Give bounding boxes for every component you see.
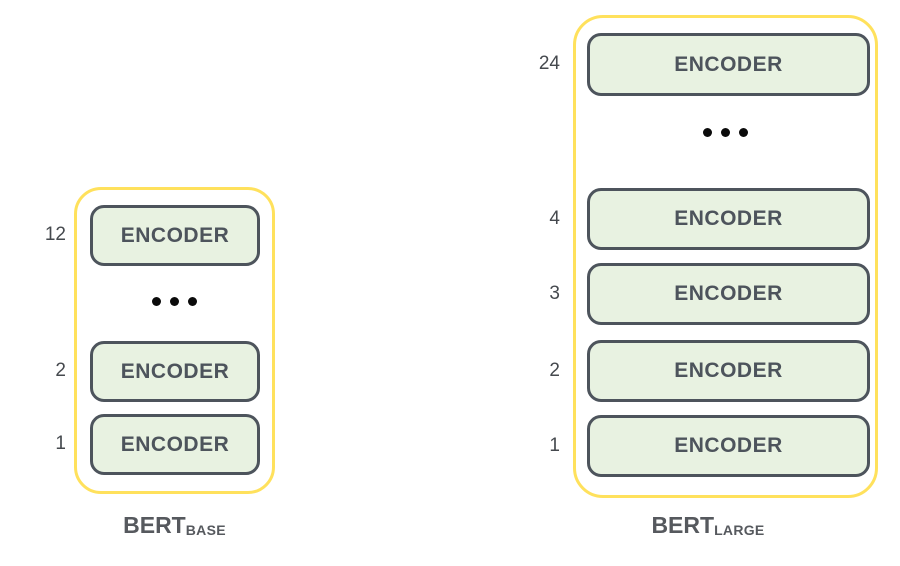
encoder-label: ENCODER [674,434,783,457]
layer-number-1: 1 [55,433,66,454]
dot-icon [703,128,712,137]
encoder-block-2: ENCODER [90,341,260,402]
encoder-block-1: ENCODER [90,414,260,475]
encoder-block-12: ENCODER [90,205,260,266]
bert-base-frame [74,187,275,494]
dot-icon [152,297,161,306]
encoder-block-2: ENCODER [587,340,870,402]
ellipsis-dots-icon [703,128,748,137]
encoder-block-1: ENCODER [587,415,870,477]
caption-subscript: BASE [185,522,226,538]
encoder-block-24: ENCODER [587,33,870,96]
layer-number-3: 3 [549,283,560,304]
encoder-label: ENCODER [674,52,783,76]
encoder-label: ENCODER [120,223,230,247]
caption-main: BERT [651,512,715,538]
encoder-label: ENCODER [674,282,783,305]
layer-number-24: 24 [538,53,560,74]
layer-number-2: 2 [549,360,560,381]
bert-base-caption: BERTBASE [74,512,275,539]
layer-number-4: 4 [549,208,560,229]
caption-main: BERT [123,512,186,538]
dot-icon [739,128,748,137]
layer-number-2: 2 [55,360,66,381]
encoder-block-4: ENCODER [587,188,870,250]
layer-number-12: 12 [44,224,66,245]
encoder-label: ENCODER [120,359,230,383]
dot-icon [721,128,730,137]
layer-number-1: 1 [549,435,560,456]
dot-icon [170,297,179,306]
encoder-block-3: ENCODER [587,263,870,325]
encoder-label: ENCODER [120,432,230,456]
bert-large-frame [573,15,878,498]
dot-icon [188,297,197,306]
bert-large-caption: BERTLARGE [573,512,843,539]
ellipsis-dots-icon [152,297,197,306]
encoder-label: ENCODER [674,207,783,230]
caption-subscript: LARGE [714,522,765,538]
encoder-label: ENCODER [674,359,783,382]
